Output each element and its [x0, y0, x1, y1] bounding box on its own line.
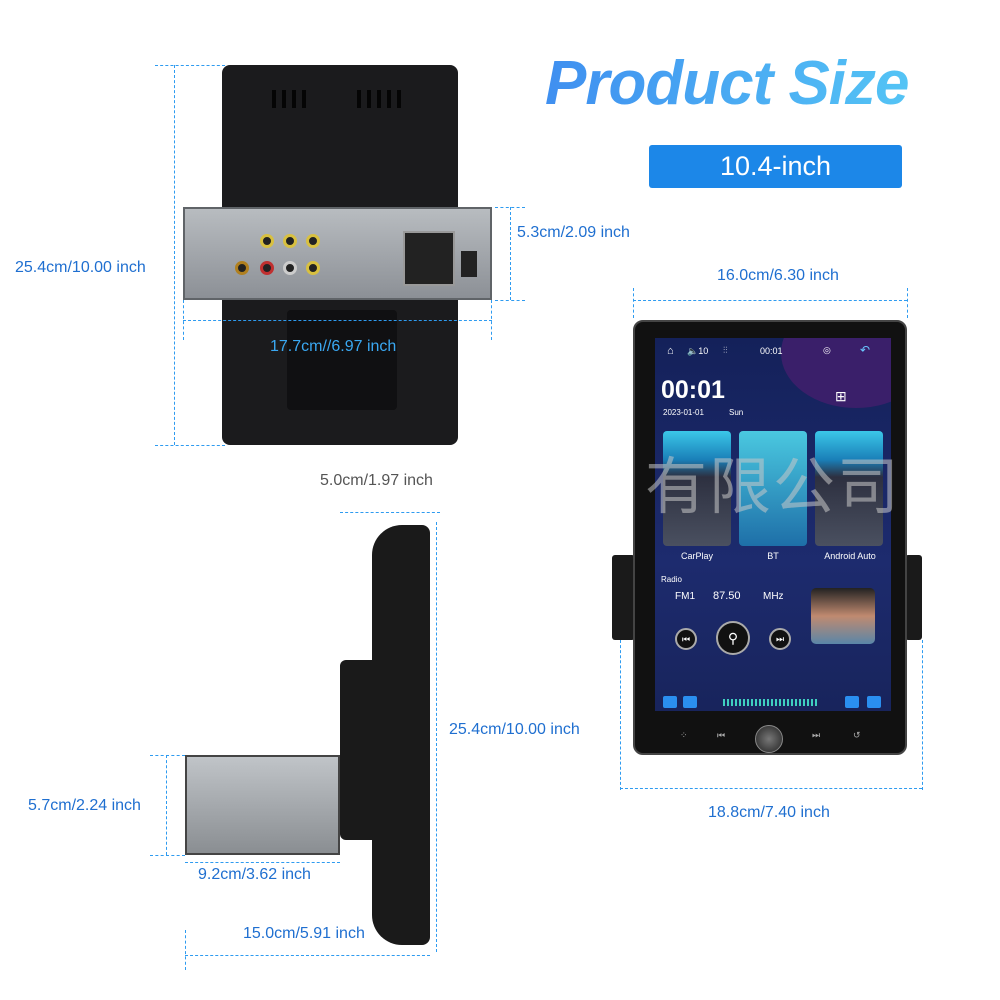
radio-unit: MHz — [763, 591, 784, 602]
app-card-carplay[interactable] — [663, 431, 731, 546]
left-bracket — [612, 555, 635, 640]
dimension-side-chassis-depth: 9.2cm/3.62 inch — [198, 866, 311, 883]
side-view-screen — [372, 525, 430, 945]
radio-label: Radio — [661, 575, 682, 584]
mute-button[interactable] — [867, 696, 881, 708]
return-key[interactable]: ↺ — [853, 730, 861, 740]
search-button[interactable]: ⚲ — [716, 621, 750, 655]
status-time: 00:01 — [760, 346, 783, 356]
dimension-side-total-depth: 15.0cm/5.91 inch — [243, 925, 365, 942]
volume-knob[interactable] — [755, 725, 783, 753]
volume-indicator[interactable]: 🔈10 — [687, 346, 709, 356]
back-chassis — [183, 207, 492, 300]
front-view-device: ⌂ 🔈10 ⫶⫶ 00:01 ◎ ↶ 00:01 2023-01-01 Sun … — [633, 320, 907, 755]
side-view-chassis — [185, 755, 340, 855]
home-icon[interactable]: ⌂ — [667, 345, 674, 357]
next-key[interactable]: ⏭ — [812, 730, 821, 740]
radio-artwork — [811, 588, 875, 644]
dimension-chassis-height: 5.3cm/2.09 inch — [517, 224, 630, 241]
watermark: 有限公司 — [645, 453, 902, 522]
back-icon[interactable]: ↶ — [860, 343, 871, 357]
previous-station-button[interactable]: ⏮ — [675, 628, 697, 650]
date: 2023-01-01 — [663, 408, 704, 417]
weekday: Sun — [729, 408, 744, 417]
brightness-button[interactable] — [663, 696, 677, 708]
equalizer-icon[interactable]: ⫶⫶ — [723, 345, 728, 355]
clock: 00:01 — [661, 376, 725, 404]
app-label-android-auto: Android Auto — [824, 551, 876, 561]
assistant-icon[interactable]: ◎ — [823, 345, 831, 355]
dimension-screen-height: 25.4cm/10.00 inch — [449, 721, 580, 738]
dimension-back-height: 25.4cm/10.00 inch — [15, 259, 146, 276]
dimension-overall-width: 18.8cm/7.40 inch — [708, 804, 830, 821]
head-unit-screen: ⌂ 🔈10 ⫶⫶ 00:01 ◎ ↶ 00:01 2023-01-01 Sun … — [655, 338, 891, 711]
dimension-side-chassis-height: 5.7cm/2.24 inch — [28, 797, 141, 814]
volume-down-button[interactable] — [683, 696, 697, 708]
volume-slider[interactable] — [723, 699, 819, 706]
menu-key[interactable]: ⁘ — [680, 730, 688, 740]
dimension-screen-width: 16.0cm/6.30 inch — [717, 267, 839, 284]
dimension-side-depth: 5.0cm/1.97 inch — [320, 472, 433, 489]
apps-grid-icon[interactable]: ⊞ — [835, 388, 847, 404]
radio-frequency: 87.50 — [713, 590, 741, 602]
size-badge: 10.4-inch — [649, 145, 902, 188]
app-card-android-auto[interactable] — [815, 431, 883, 546]
radio-band: FM1 — [675, 591, 695, 602]
volume-level: 10 — [698, 346, 709, 356]
dimension-chassis-width: 17.7cm//6.97 inch — [270, 338, 397, 355]
volume-up-button[interactable] — [845, 696, 859, 708]
page-title: Product Size — [545, 49, 910, 118]
side-mount — [340, 660, 380, 840]
app-label-carplay: CarPlay — [680, 551, 713, 561]
next-station-button[interactable]: ⏭ — [769, 628, 791, 650]
prev-key[interactable]: ⏮ — [717, 730, 726, 740]
app-label-bt: BT — [767, 551, 779, 561]
right-bracket — [905, 555, 922, 640]
app-card-bt[interactable] — [739, 431, 807, 546]
